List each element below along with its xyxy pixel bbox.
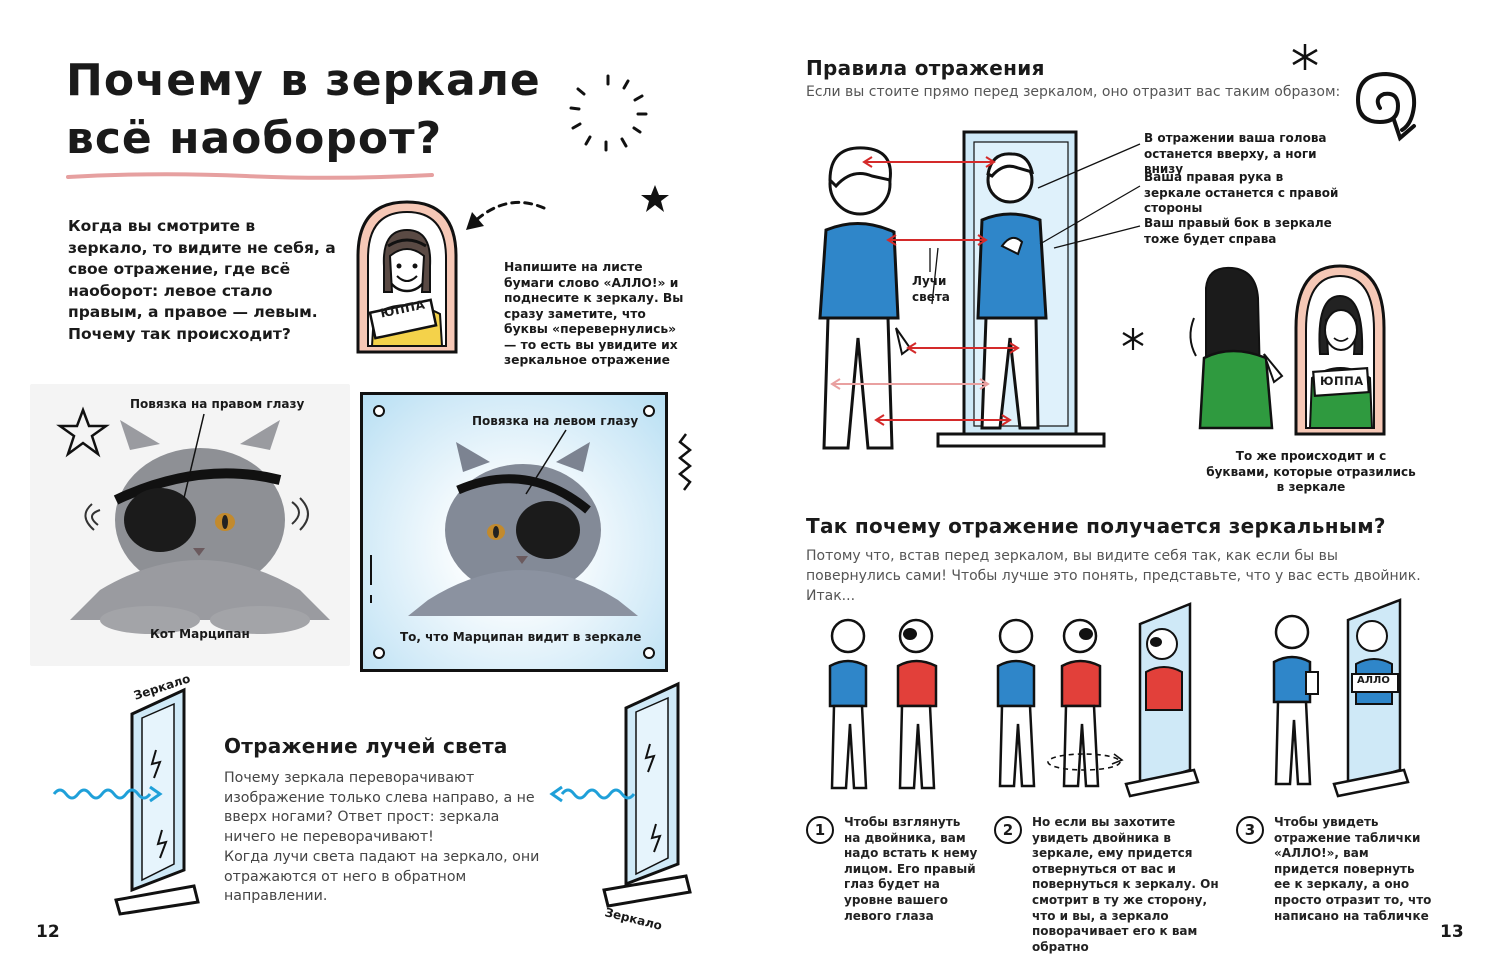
rays-label: Лучи света — [912, 274, 950, 304]
page-number-left: 12 — [36, 922, 60, 942]
step3-figures — [1272, 598, 1410, 798]
frame-corner-bolts — [370, 405, 655, 659]
title-line-1: Почему в зеркале — [66, 55, 541, 106]
step-1-number: 1 — [806, 816, 834, 844]
why-subtitle: Потому что, встав перед зеркалом, вы вид… — [806, 548, 1421, 604]
title-line-2: всё наоборот? — [66, 113, 443, 164]
cat-right — [408, 442, 638, 616]
rules-subtitle: Если вы стоите прямо перед зеркалом, оно… — [806, 84, 1341, 100]
why-title: Так почему отражение получается зеркальн… — [806, 514, 1386, 538]
asterisk-icon — [1292, 44, 1318, 70]
step-3-text: Чтобы увидеть отражение таблички «АЛЛО!»… — [1274, 815, 1432, 923]
letters-note: Напишите на листе бумаги слово «АЛЛО!» и… — [504, 260, 684, 367]
pointer-line-right — [525, 429, 567, 495]
star-icon — [641, 185, 669, 212]
pointer-line-left — [183, 413, 205, 499]
rule-1: В отражении ваша голова останется вверху… — [1144, 131, 1327, 176]
letters-caption: То же происходит и с буквами, которые от… — [1206, 449, 1416, 494]
intro-text: Когда вы смотрите в зеркало, то видите н… — [68, 217, 336, 343]
asterisk-small-icon — [1122, 328, 1144, 350]
arched-mirror-girl — [356, 200, 458, 354]
girl-mirror-scene — [1189, 264, 1386, 436]
light-wave-right — [549, 785, 636, 803]
rule-2: Ваша правая рука в зеркале останется с п… — [1144, 170, 1339, 215]
rule-3: Ваш правый бок в зеркале тоже будет спра… — [1144, 216, 1332, 246]
zigzag-doodle — [677, 433, 693, 491]
page-number-right: 13 — [1440, 922, 1464, 942]
girl-mirror-sign-text: ЮППА — [1320, 374, 1364, 388]
light-wave-left — [52, 785, 163, 803]
cat-left-caption: Кот Марципан — [150, 627, 250, 641]
step-3-number: 3 — [1236, 816, 1264, 844]
step1-figures — [828, 618, 938, 790]
cat-left — [70, 420, 330, 634]
spiral-arrow-icon — [1355, 71, 1417, 142]
step-2-text: Но если вы захотите увидеть двойника в з… — [1032, 815, 1219, 954]
cat-left-label: Повязка на правом глазу — [130, 397, 305, 411]
dashed-arrow — [466, 200, 546, 230]
step-2-number: 2 — [994, 816, 1022, 844]
cat-right-label: Повязка на левом глазу — [472, 414, 639, 428]
mirror-rules-scene — [818, 130, 1106, 450]
title-underline — [66, 172, 434, 180]
rules-title: Правила отражения — [806, 56, 1045, 80]
star-outline-icon — [56, 406, 110, 458]
mirror-sign-text: АЛЛО — [1357, 675, 1390, 686]
light-section-p2: Когда лучи света падают на зеркало, они … — [224, 849, 540, 904]
standing-mirror-left — [114, 687, 200, 916]
rotate-arrow — [1047, 753, 1124, 771]
step2-figures — [996, 602, 1200, 798]
dotted-circle-doodle — [569, 74, 648, 152]
standing-mirror-right — [602, 681, 692, 908]
rule-pointer-lines — [1037, 143, 1141, 249]
light-section-title: Отражение лучей света — [224, 734, 508, 758]
cat-right-caption: То, что Марципан видит в зеркале — [400, 630, 642, 644]
light-section-p1: Почему зеркала переворачивают изображени… — [224, 770, 535, 845]
page-title: Почему в зеркале всё наоборот? — [66, 52, 586, 168]
step-1-text: Чтобы взглянуть на двойника, вам надо вс… — [844, 815, 978, 923]
